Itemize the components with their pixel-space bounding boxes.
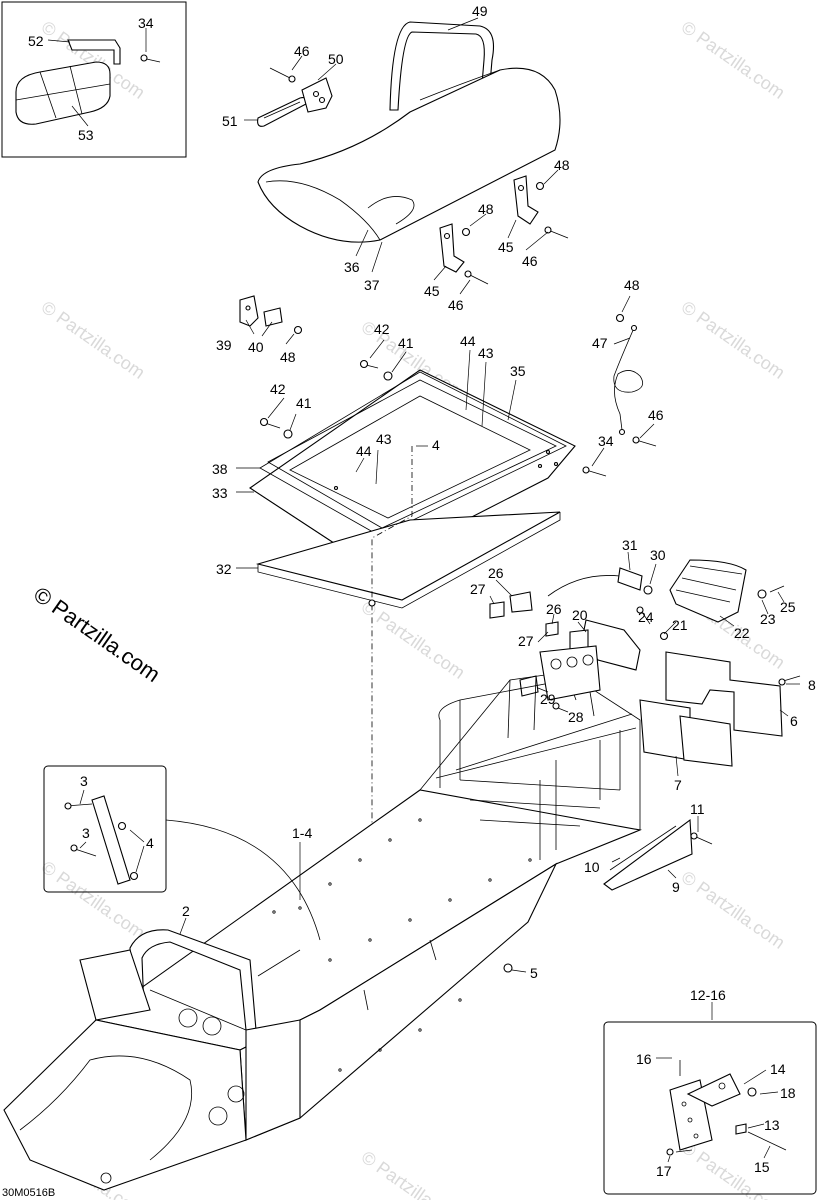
watermark-text: © Partzilla.com (38, 297, 149, 383)
watermark-text: © Partzilla.com (358, 1147, 469, 1200)
callout-45: 45 (424, 283, 440, 299)
callout-44: 44 (356, 443, 372, 459)
hinge-parts (239, 295, 303, 335)
watermark-text: © Partzilla.com (678, 867, 789, 953)
inset-seat-cover (1, 1, 187, 158)
watermark-main: © Partzilla.com (29, 582, 165, 688)
callout-8: 8 (808, 677, 816, 693)
assembly-line (371, 446, 413, 960)
reflector (603, 818, 713, 891)
callout-14: 14 (770, 1061, 786, 1077)
storage-tray (249, 369, 576, 569)
watermark-text: © Partzilla.com (678, 17, 789, 103)
callout-31: 31 (622, 537, 638, 553)
seat-hardware-top (257, 67, 333, 127)
callout-20: 20 (572, 607, 588, 623)
callout-46: 46 (294, 43, 310, 59)
callout-38: 38 (212, 461, 228, 477)
callout-17: 17 (656, 1163, 672, 1179)
callout-43: 43 (478, 345, 494, 361)
callout-42: 42 (270, 381, 286, 397)
inset-bracket (43, 765, 321, 941)
watermark-text: © Partzilla.com (358, 597, 469, 683)
callout-34: 34 (138, 15, 154, 31)
callout-36: 36 (344, 259, 360, 275)
callout-41: 41 (398, 335, 414, 351)
callout-26: 26 (546, 601, 562, 617)
callout-23: 23 (760, 611, 776, 627)
callout-37: 37 (364, 277, 380, 293)
watermark-text: © Partzilla.com (38, 857, 149, 943)
callout-39: 39 (216, 337, 232, 353)
snow-flap (639, 651, 801, 767)
callout-47: 47 (592, 335, 608, 351)
callout-3: 3 (80, 773, 88, 789)
callout-3: 3 (82, 825, 90, 841)
seat (257, 21, 561, 243)
watermark-text: © Partzilla.com (678, 1137, 789, 1200)
callout-4: 4 (146, 835, 154, 851)
callout-53: 53 (78, 127, 94, 143)
callout-16: 16 (636, 1051, 652, 1067)
callout-42: 42 (374, 321, 390, 337)
callout-6: 6 (790, 713, 798, 729)
callout-40: 40 (248, 339, 264, 355)
callout-labels: 49 34 52 53 46 50 51 48 48 45 46 36 37 4… (28, 3, 816, 1179)
seat-brackets (439, 175, 569, 285)
callout-30: 30 (650, 547, 666, 563)
callout-12-16: 12-16 (690, 987, 726, 1003)
callout-45: 45 (498, 239, 514, 255)
callout-27: 27 (518, 633, 534, 649)
callout-48: 48 (624, 277, 640, 293)
inset-hitch (603, 1002, 817, 1195)
callout-34: 34 (598, 433, 614, 449)
callout-27: 27 (470, 581, 486, 597)
callout-48: 48 (280, 349, 296, 365)
callout-52: 52 (28, 33, 44, 49)
callout-29: 29 (540, 691, 556, 707)
tail-light (547, 559, 785, 641)
callout-46: 46 (522, 253, 538, 269)
callout-46: 46 (648, 407, 664, 423)
callout-48: 48 (554, 157, 570, 173)
callout-49: 49 (472, 3, 488, 19)
leader-lines (47, 17, 800, 1163)
callout-35: 35 (510, 363, 526, 379)
callout-41: 41 (296, 395, 312, 411)
callout-43: 43 (376, 431, 392, 447)
frame-tunnel (3, 645, 642, 1191)
diagram-code: 30M0516B (2, 1187, 55, 1199)
callout-25: 25 (780, 599, 796, 615)
callout-51: 51 (222, 113, 238, 129)
callout-21: 21 (672, 617, 688, 633)
callout-46: 46 (448, 297, 464, 313)
callout-2: 2 (182, 903, 190, 919)
callout-26: 26 (488, 565, 504, 581)
tray-pad (255, 511, 561, 609)
callout-33: 33 (212, 485, 228, 501)
watermark-text: © Partzilla.com (678, 297, 789, 383)
callout-22: 22 (734, 625, 750, 641)
callout-18: 18 (780, 1085, 796, 1101)
callout-11: 11 (690, 801, 705, 817)
callout-4: 4 (432, 437, 440, 453)
callout-9: 9 (672, 879, 680, 895)
callout-28: 28 (568, 709, 584, 725)
callout-24: 24 (638, 609, 654, 625)
callout-50: 50 (328, 51, 344, 67)
callout-48: 48 (478, 201, 494, 217)
callout-44: 44 (460, 333, 476, 349)
callout-1-4: 1-4 (292, 825, 312, 841)
callout-5: 5 (530, 965, 538, 981)
callout-32: 32 (216, 561, 232, 577)
callout-7: 7 (674, 777, 682, 793)
callout-13: 13 (764, 1117, 780, 1133)
tether-cable (582, 313, 657, 477)
callout-15: 15 (754, 1159, 770, 1175)
callout-10: 10 (584, 859, 600, 875)
